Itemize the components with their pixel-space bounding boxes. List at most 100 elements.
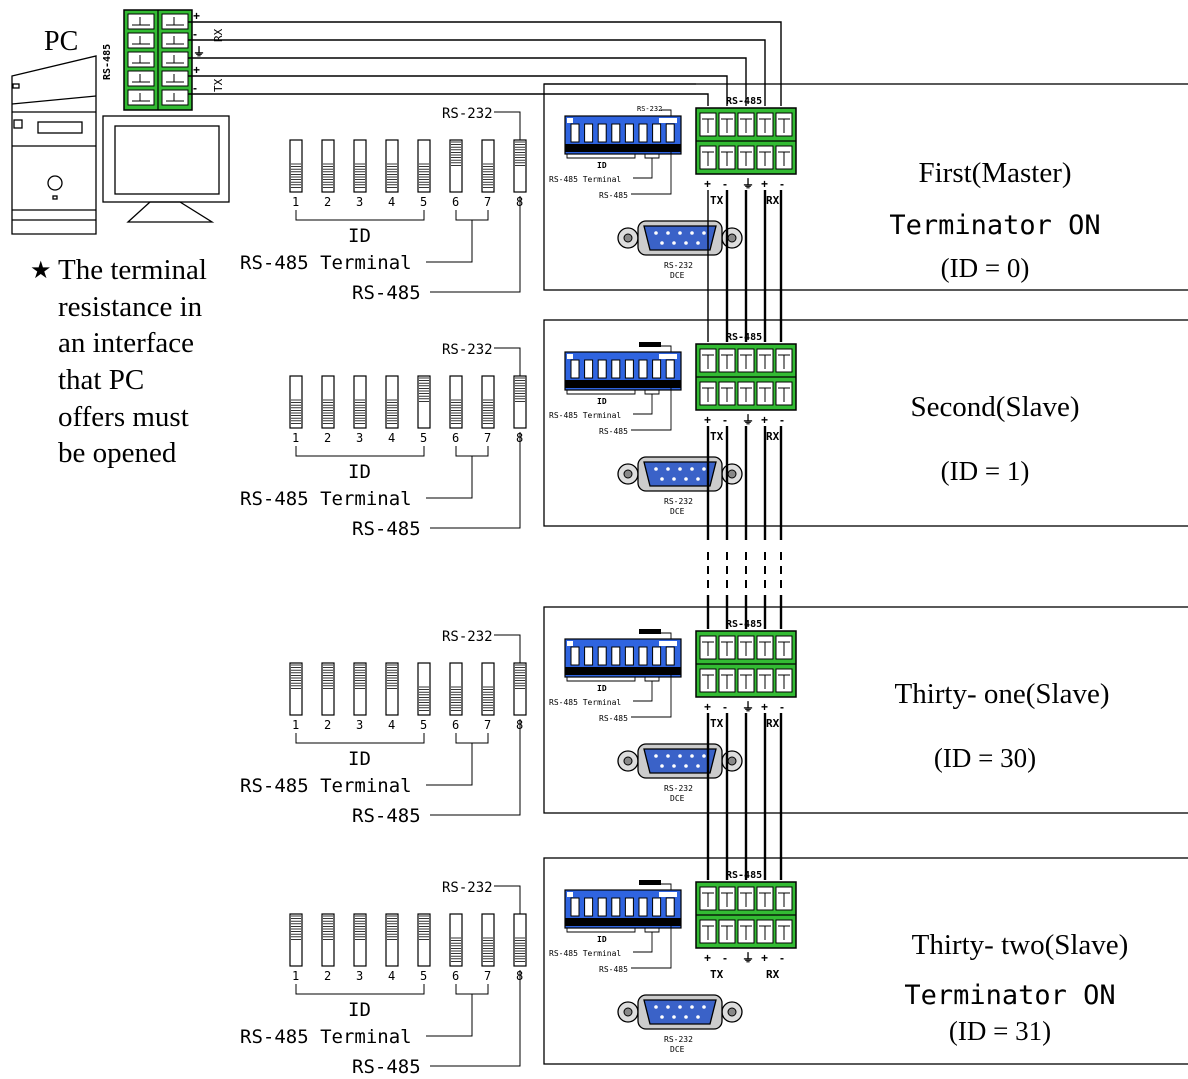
pc-bus-wire (206, 93, 709, 106)
small-dip-lever (624, 123, 634, 143)
dip-switch-body (289, 375, 303, 429)
device-panel (543, 319, 1188, 527)
db9-screw-hole (623, 1007, 633, 1017)
db9-dce-label: DCE (670, 507, 685, 516)
small-terminal-label: RS-485 Terminal (549, 949, 621, 958)
db9-pin (654, 467, 658, 471)
db9-pin (696, 764, 700, 768)
small-terminal-label: RS-485 Terminal (549, 175, 621, 184)
db9-screw-hole (727, 1007, 737, 1017)
pin-sign: ⏚ (742, 700, 754, 714)
pin-sign: ⏚ (742, 177, 754, 191)
pc-connector-title: RS-485 (102, 44, 113, 80)
pin-sign: - (723, 951, 727, 965)
db9-label: RS-232 (664, 261, 693, 270)
dip-switch-body (513, 375, 527, 429)
db9-face (643, 748, 717, 774)
dip-switch-body (385, 375, 399, 429)
rs232-leader (494, 111, 521, 140)
tx-label: TX (710, 194, 724, 207)
id-label: ID (348, 748, 371, 770)
db9-pin (666, 231, 670, 235)
small-dip-marker (659, 118, 677, 123)
dip-switch-number: 1 (292, 195, 299, 209)
pc-pin-sign: - (193, 81, 197, 95)
db9-pin (696, 1015, 700, 1019)
dip-switch-body (481, 913, 495, 967)
terminal-leader (426, 456, 473, 499)
small-dip-lever (652, 123, 662, 143)
rs485-terminal-label: RS-485 Terminal (240, 1026, 412, 1048)
db9-pin (696, 241, 700, 245)
terminal-bracket (455, 210, 489, 221)
rs485-label: RS-485 (352, 1056, 421, 1078)
dip-switch-number: 6 (452, 718, 459, 732)
tx-label: TX (710, 717, 724, 730)
small-dip-base (565, 380, 681, 388)
small-dip-lever (584, 897, 594, 917)
db9-pin (678, 754, 682, 758)
bus-label: RS-485 (726, 96, 762, 107)
terminal-leader (426, 220, 473, 263)
pc-terminal-note: ★ The terminal resistance in an interfac… (30, 254, 207, 469)
small-dip-lever (665, 359, 675, 379)
db9-pin (672, 1015, 676, 1019)
small-terminal-label: RS-485 Terminal (549, 698, 621, 707)
device-panel (543, 606, 1188, 814)
terminal-bracket (455, 733, 489, 744)
small-dip-lever (638, 646, 648, 666)
dip-switch-number: 3 (356, 195, 363, 209)
rs485-label: RS-485 (352, 518, 421, 540)
db9-pin (684, 764, 688, 768)
small-rs485-leader (631, 388, 672, 431)
db9-pin (654, 231, 658, 235)
db9-pin (666, 754, 670, 758)
db9-screw-hole (623, 469, 633, 479)
note-star: ★ (30, 258, 52, 284)
dip-switch-body (481, 662, 495, 716)
small-dip-lever (570, 359, 580, 379)
pc-monitor (102, 115, 230, 223)
pc-terminal-slot (161, 89, 189, 106)
dip-switch-body (417, 375, 431, 429)
dip-switch-number: 2 (324, 969, 331, 983)
id-label: ID (348, 461, 371, 483)
dip-switch-number: 5 (420, 431, 427, 445)
pc-terminal-slot (127, 89, 155, 106)
dip-switch-number: 5 (420, 718, 427, 732)
id-bracket (295, 984, 425, 995)
db9-face (643, 999, 717, 1025)
dip-switch-body (385, 913, 399, 967)
unit-id-label: (ID = 1) (941, 456, 1030, 486)
pin-sign: ⏚ (742, 413, 754, 427)
small-rs232-leader (661, 883, 672, 890)
rs485-terminal-label: RS-485 Terminal (240, 252, 412, 274)
small-dip-lever (597, 123, 607, 143)
small-dip-lever (570, 123, 580, 143)
db9-pin (690, 231, 694, 235)
small-term-leader (633, 394, 653, 415)
dip-switch-number: 7 (484, 969, 491, 983)
terminal-leader (426, 994, 473, 1037)
dip-switch-number: 2 (324, 195, 331, 209)
dip-switch-number: 3 (356, 969, 363, 983)
db9-screw-hole (727, 233, 737, 243)
db9-pin (684, 241, 688, 245)
dip-switch-body (289, 139, 303, 193)
small-id-label: ID (597, 935, 607, 944)
pin-sign: - (780, 951, 784, 965)
dip-switch-body (353, 913, 367, 967)
db9-pin (672, 764, 676, 768)
dip-switch-body (449, 139, 463, 193)
dip-switch-body (353, 662, 367, 716)
unit-title: Second(Slave) (910, 391, 1079, 423)
small-id-bracket (566, 154, 636, 159)
rs232-label: RS-232 (442, 342, 493, 358)
dip-switch-body (449, 375, 463, 429)
db9-screw-hole (623, 233, 633, 243)
pc-terminal-slot (127, 51, 155, 68)
